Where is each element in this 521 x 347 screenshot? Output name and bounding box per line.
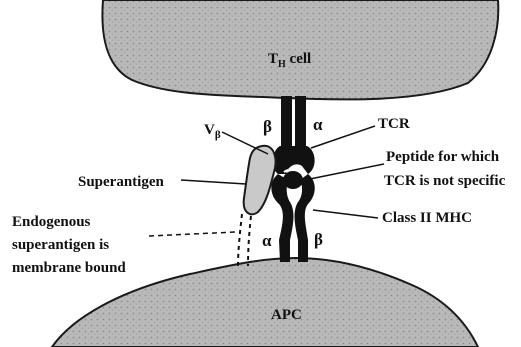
th-cell-shape [102, 0, 498, 99]
tcr-beta-label: β [263, 117, 272, 136]
peptide-leader [305, 164, 384, 180]
mhc-alpha-label: α [262, 231, 272, 250]
tcr-alpha-label: α [313, 115, 323, 134]
membrane-anchor-left [238, 214, 242, 266]
peptide-label-line1: Peptide for which [386, 149, 500, 165]
endogenous-leader [149, 232, 236, 236]
apc-label: APC [271, 307, 302, 323]
v-beta-leader [222, 132, 268, 154]
superantigen-label: Superantigen [78, 174, 165, 190]
tcr-beta-chain [281, 96, 292, 146]
endogenous-label-line2: superantigen is [12, 237, 109, 253]
mhc-beta-label: β [314, 230, 323, 249]
superantigen-shape [244, 146, 276, 215]
superantigen-leader [181, 180, 246, 184]
peptide-label-line2: TCR is not specific [384, 173, 506, 189]
endogenous-label-line1: Endogenous [12, 214, 91, 230]
v-beta-label: Vβ [204, 122, 221, 141]
tcr-label: TCR [378, 116, 410, 132]
membrane-anchor-right [248, 216, 251, 266]
tcr-alpha-chain [295, 96, 306, 146]
mhc-leader [313, 210, 378, 218]
class-ii-mhc-label: Class II MHC [382, 210, 472, 226]
endogenous-label-line3: membrane bound [12, 260, 126, 276]
